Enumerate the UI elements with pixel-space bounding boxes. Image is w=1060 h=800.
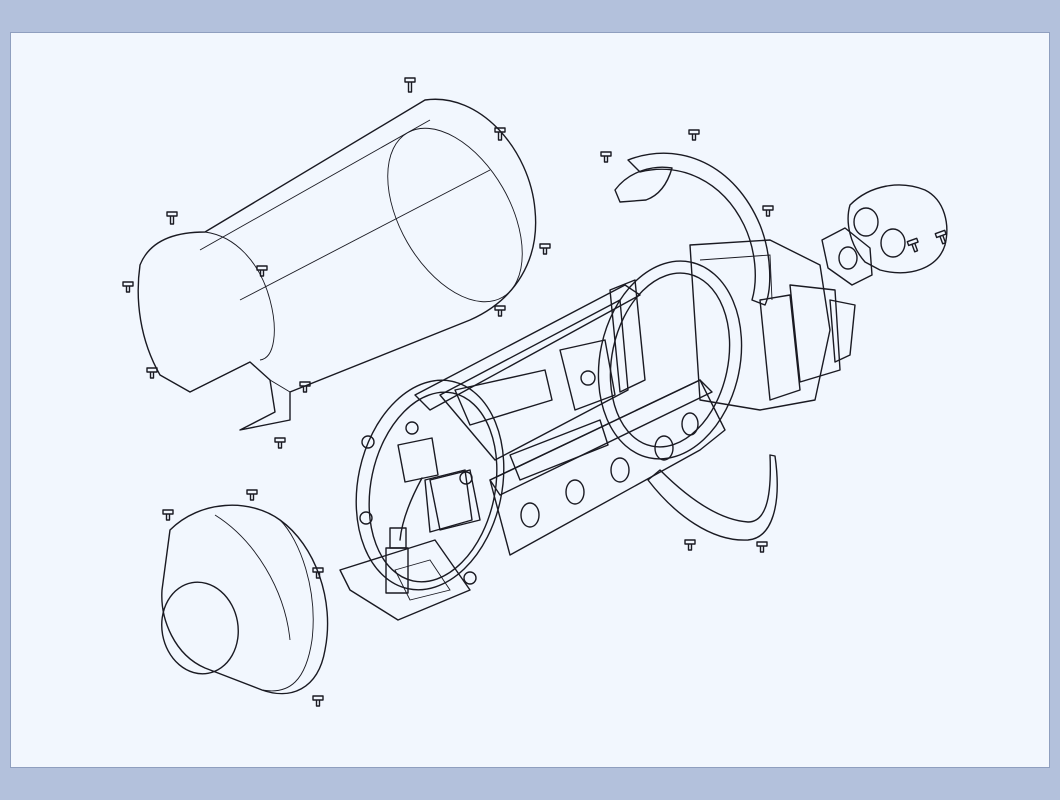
rear-ring-lower	[647, 454, 778, 541]
mount-bracket	[821, 227, 873, 286]
nose-cone[interactable]	[155, 504, 329, 695]
end-flange[interactable]	[338, 366, 523, 603]
cad-viewport[interactable]	[10, 32, 1050, 768]
frame-chassis[interactable]	[414, 248, 759, 556]
cylindrical-shell[interactable]	[137, 98, 550, 431]
copper-plate	[339, 539, 471, 621]
motor-block[interactable]	[689, 239, 856, 411]
screws	[122, 77, 947, 707]
end-cap[interactable]	[847, 184, 948, 274]
rear-ring-upper	[614, 152, 771, 306]
